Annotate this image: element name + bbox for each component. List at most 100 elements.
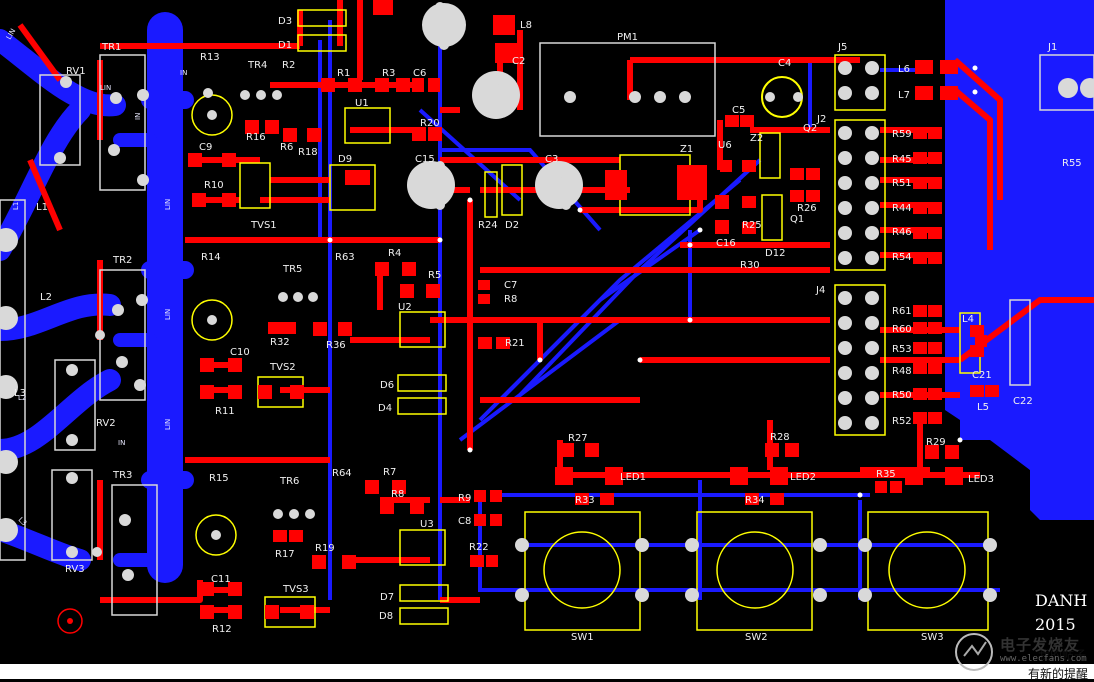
- component-label: R14: [201, 252, 221, 263]
- component-label: R63: [335, 252, 355, 263]
- component-label: Z1: [680, 144, 693, 155]
- net-label: LIN: [100, 84, 111, 92]
- mounting-hole: [57, 608, 83, 634]
- component-label: L2: [40, 292, 52, 303]
- bottom-copper-traces: [318, 20, 1094, 600]
- component-label: R11: [215, 406, 235, 417]
- component-label: L4: [962, 314, 974, 325]
- component-label: R25: [742, 220, 762, 231]
- corner-text-line: DANH: [1035, 591, 1087, 610]
- component-label: R18: [298, 147, 318, 158]
- vias: [327, 65, 978, 498]
- component-label: C3: [545, 154, 558, 165]
- component-label: L6: [898, 64, 910, 75]
- component-label: R55: [1062, 158, 1082, 169]
- component-label: C2: [512, 56, 525, 67]
- component-label: R17: [275, 549, 295, 560]
- net-label: IN: [118, 439, 125, 447]
- component-label: R36: [326, 340, 346, 351]
- footer-my-posts[interactable]: 我的帖子: [1038, 648, 1087, 662]
- component-label: R21: [505, 338, 525, 349]
- component-label: TR6: [279, 476, 299, 487]
- corner-text: DANH 2015: [1035, 591, 1087, 634]
- component-label: Q2: [803, 123, 817, 134]
- component-label: R24: [478, 220, 498, 231]
- component-label: LED3: [968, 474, 994, 485]
- component-label: U1: [355, 98, 369, 109]
- component-label: C7: [504, 280, 517, 291]
- component-label: Q1: [790, 214, 804, 225]
- component-label: TR2: [112, 255, 132, 266]
- component-label: R4: [388, 248, 401, 259]
- component-label: R45: [892, 154, 912, 165]
- watermark-url: www.elecfans.com: [1000, 654, 1087, 664]
- component-label: R51: [892, 178, 912, 189]
- watermark-logo-icon: [955, 633, 993, 671]
- component-label: R7: [383, 467, 396, 478]
- silkscreen-outlines: [0, 42, 1094, 631]
- component-label: J2: [816, 114, 826, 125]
- component-label: SW1: [571, 632, 594, 643]
- component-label: L5: [977, 402, 989, 413]
- component-label: R27: [568, 433, 588, 444]
- component-label: L8: [520, 20, 532, 31]
- watermark-title: 电子发烧友: [1000, 636, 1081, 654]
- component-label: L3: [14, 388, 26, 399]
- component-label: TR5: [282, 264, 302, 275]
- component-label: D7: [380, 592, 394, 603]
- net-label: L3: [17, 516, 29, 528]
- component-label: RV3: [65, 564, 85, 575]
- component-label: R15: [209, 473, 229, 484]
- component-label: R60: [892, 324, 912, 335]
- component-label: R53: [892, 344, 912, 355]
- component-label: R20: [420, 118, 440, 129]
- component-label: D12: [765, 248, 785, 259]
- component-label: R16: [246, 132, 266, 143]
- component-label: R19: [315, 543, 335, 554]
- component-label: R52: [892, 416, 912, 427]
- component-label: R26: [797, 203, 817, 214]
- component-label: RV2: [96, 418, 116, 429]
- component-label: PM1: [617, 32, 638, 43]
- component-label: SW2: [745, 632, 768, 643]
- corner-text-line: 2015: [1035, 615, 1076, 634]
- component-label: TVS2: [269, 362, 296, 373]
- component-label: D1: [278, 40, 292, 51]
- component-label: C15: [415, 154, 435, 165]
- net-label: IN: [180, 69, 187, 77]
- component-label: R5: [428, 270, 441, 281]
- pcb-layout-view: TR1R13TR4R2R1R3R6C6R20U1R16R18C9R10TVS1D…: [0, 0, 1094, 643]
- component-label: D3: [278, 16, 292, 27]
- net-label: LIN: [164, 199, 172, 210]
- component-label: D8: [379, 611, 393, 622]
- component-label: R54: [892, 252, 912, 263]
- component-label: C4: [778, 58, 791, 69]
- component-label: R30: [740, 260, 760, 271]
- footer-reminder[interactable]: 有新的提醒: [1028, 667, 1089, 681]
- component-label: TR3: [112, 470, 132, 481]
- component-label: R9: [458, 493, 471, 504]
- component-label: R13: [200, 52, 220, 63]
- component-label: D9: [338, 154, 352, 165]
- component-label: R8: [504, 294, 517, 305]
- component-label: C16: [716, 238, 736, 249]
- component-label: R28: [770, 432, 790, 443]
- component-label: R12: [212, 624, 232, 635]
- component-label: R48: [892, 366, 912, 377]
- component-label: C21: [972, 370, 992, 381]
- component-label: J5: [837, 42, 847, 53]
- component-label: R64: [332, 468, 352, 479]
- component-label: D4: [378, 403, 392, 414]
- component-label: C6: [413, 68, 426, 79]
- component-label: L1: [36, 202, 48, 213]
- component-label: R44: [892, 203, 912, 214]
- net-label: IN: [134, 113, 142, 120]
- component-label: R34: [745, 495, 765, 506]
- component-label: TR1: [101, 42, 121, 53]
- component-label: U2: [398, 302, 412, 313]
- component-label: RV1: [66, 66, 86, 77]
- component-label: D2: [505, 220, 519, 231]
- net-label: L2: [18, 394, 26, 402]
- smd-pads: [188, 0, 999, 619]
